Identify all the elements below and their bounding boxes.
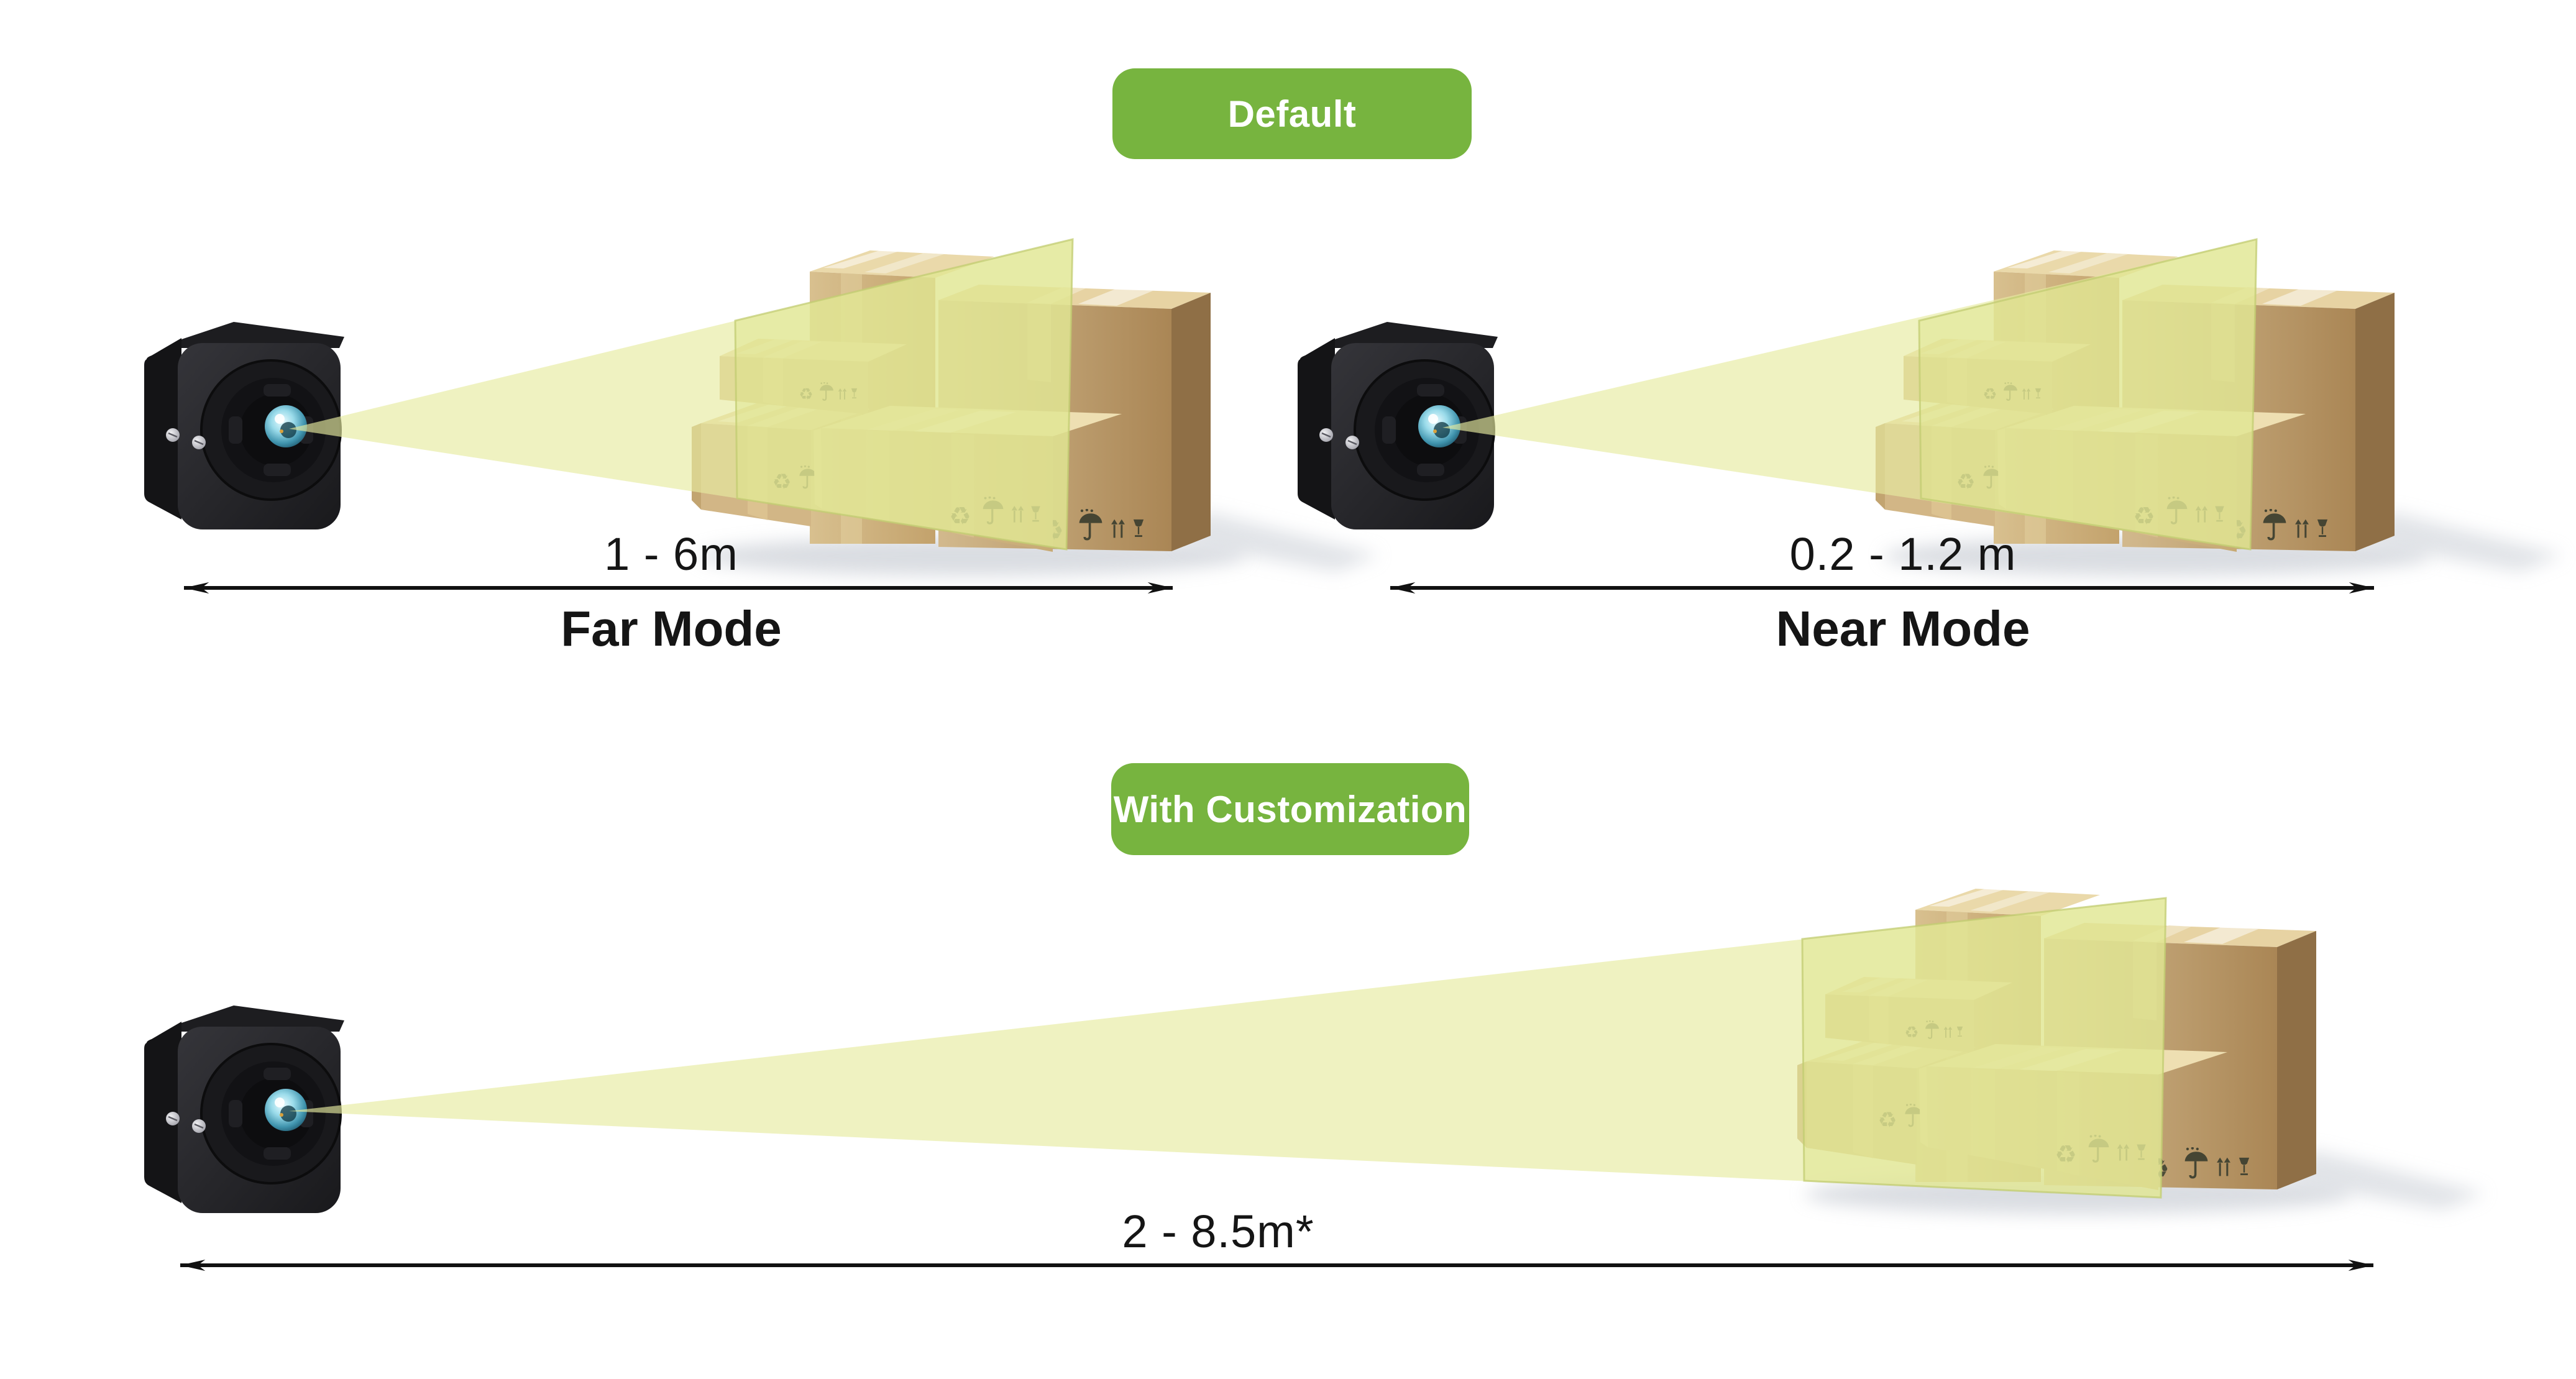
projection-plane-near: [1918, 238, 2258, 551]
projection-plane-custom: [1801, 897, 2167, 1199]
light-cone-custom: [289, 898, 2166, 1198]
projection-plane-far: [734, 238, 1074, 551]
with-customization-badge: With Customization: [1111, 763, 1469, 855]
mode-label-far: Far Mode: [561, 601, 782, 656]
default-badge: Default: [1112, 68, 1472, 159]
range-label-near: 0.2 - 1.2 m: [1789, 528, 2017, 580]
mode-label-near: Near Mode: [1776, 601, 2030, 656]
range-label-custom: 2 - 8.5m*: [1122, 1206, 1314, 1257]
range-label-far: 1 - 6m: [604, 528, 738, 580]
